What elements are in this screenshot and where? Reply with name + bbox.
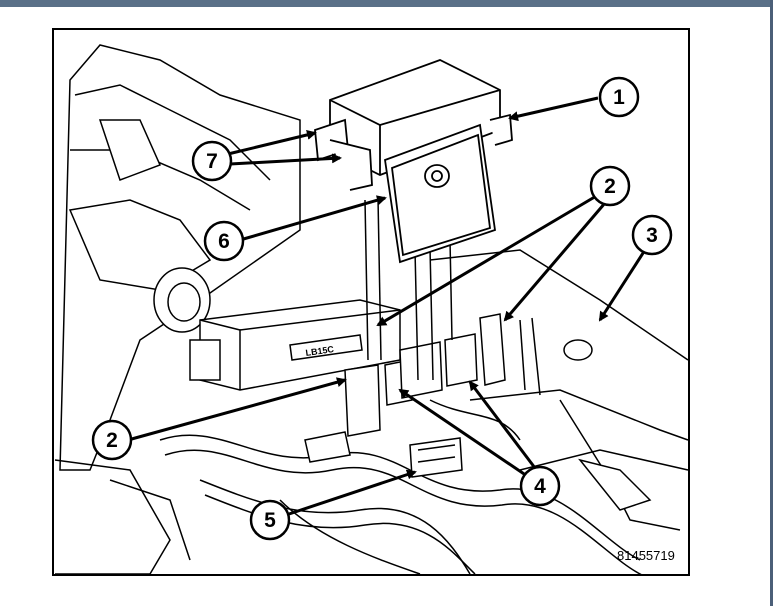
callout-7: 7 (191, 140, 233, 182)
leader-line-4a (398, 388, 531, 480)
callout-1: 1 (598, 76, 640, 118)
callout-6: 6 (203, 220, 245, 262)
leader-line-2b (503, 202, 607, 322)
leader-line-3 (598, 249, 647, 322)
callout-4: 4 (519, 465, 561, 507)
leader-lines (127, 96, 647, 517)
leader-line-2a (376, 193, 599, 327)
callout-5: 5 (249, 499, 291, 541)
leader-line-6 (239, 195, 387, 242)
electronic-module (314, 59, 513, 264)
callout-3: 3 (631, 214, 673, 256)
leader-line-7a (227, 130, 317, 156)
leader-line-7b (229, 153, 342, 166)
svg-text:2: 2 (604, 175, 616, 198)
vent-outlet (153, 267, 211, 333)
svg-text:6: 6 (218, 230, 230, 253)
svg-text:4: 4 (534, 475, 546, 498)
window-scroll-edge (770, 0, 773, 606)
callout-2-left: 2 (91, 419, 133, 461)
callout-2-top: 2 (589, 165, 631, 207)
figure-number: 81455719 (617, 548, 675, 563)
mounting-bracket (364, 197, 453, 381)
connector-assembly (304, 313, 506, 478)
leader-line-2c (127, 377, 347, 442)
svg-text:7: 7 (206, 150, 218, 173)
component-marking: LB15C (305, 344, 335, 358)
junction-block (189, 299, 401, 391)
leader-line-4b (468, 380, 537, 469)
svg-text:2: 2 (106, 429, 118, 452)
svg-text:3: 3 (646, 224, 658, 247)
floor-panel (429, 249, 689, 531)
svg-text:1: 1 (613, 86, 625, 109)
window-header-bar (0, 0, 773, 7)
leader-line-1 (508, 96, 599, 122)
leader-line-5 (285, 469, 417, 517)
svg-text:5: 5 (264, 509, 276, 532)
wiring-harness (159, 399, 643, 576)
